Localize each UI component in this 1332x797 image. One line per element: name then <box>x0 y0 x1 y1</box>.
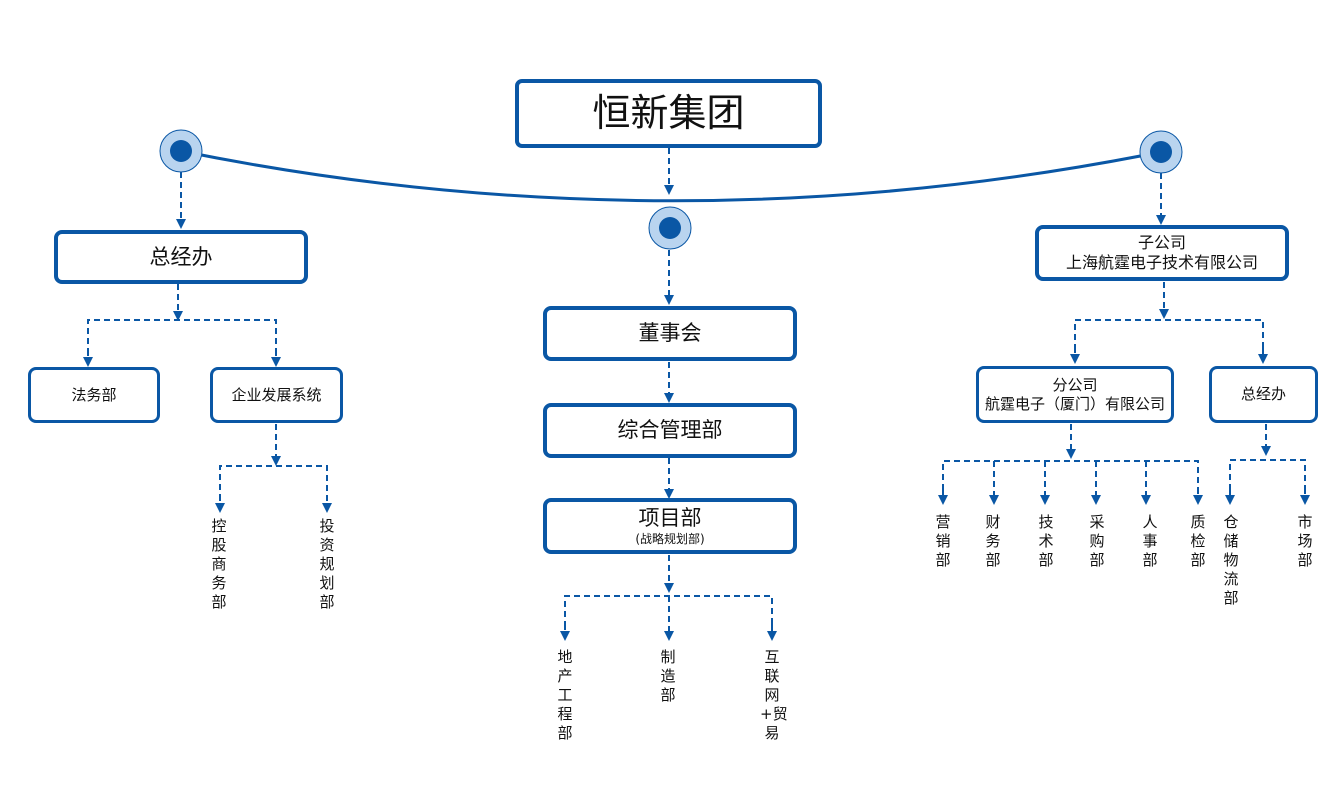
project-child-1: 地产工程部 <box>557 648 573 742</box>
branch-title: 分公司 <box>1052 375 1098 394</box>
node-left <box>159 129 203 173</box>
dev-box: 企业发展系统 <box>210 367 343 423</box>
project-child-2: 制造部 <box>660 648 676 704</box>
branch-child-3: 技术部 <box>1038 513 1054 569</box>
branch-name: 航霆电子（厦门）有限公司 <box>984 394 1165 413</box>
left-office-label: 总经办 <box>149 244 213 269</box>
office-child-1: 仓储物流部 <box>1223 513 1239 607</box>
legal-label: 法务部 <box>71 385 117 404</box>
dev-child-1: 控股商务部 <box>211 517 227 611</box>
subsidiary-title: 子公司 <box>1137 233 1186 252</box>
branch-child-2: 财务部 <box>985 513 1001 569</box>
main-arc <box>180 149 1162 203</box>
root-box: 恒新集团 <box>515 79 822 148</box>
subsidiary-box: 子公司 上海航霆电子技术有限公司 <box>1035 225 1289 281</box>
node-right <box>1139 130 1183 174</box>
right-office-label: 总经办 <box>1240 385 1286 404</box>
right-office-box: 总经办 <box>1209 366 1318 423</box>
board-box: 董事会 <box>543 306 797 361</box>
office-child-2: 市场部 <box>1297 513 1313 569</box>
project-box: 项目部 (战略规划部) <box>543 498 797 554</box>
project-child-3: 互联网+贸易 <box>760 648 788 742</box>
project-note: (战略规划部) <box>635 531 705 546</box>
branch-box: 分公司 航霆电子（厦门）有限公司 <box>976 366 1174 423</box>
general-box: 综合管理部 <box>543 403 797 458</box>
project-label: 项目部 <box>638 506 702 531</box>
branch-child-5: 人事部 <box>1142 513 1158 569</box>
board-label: 董事会 <box>638 321 702 346</box>
dev-child-2: 投资规划部 <box>319 517 335 611</box>
branch-child-4: 采购部 <box>1089 513 1105 569</box>
legal-box: 法务部 <box>28 367 160 423</box>
node-center <box>648 206 692 250</box>
branch-child-1: 营销部 <box>935 513 951 569</box>
general-label: 综合管理部 <box>617 418 723 443</box>
subsidiary-name: 上海航霆电子技术有限公司 <box>1065 253 1258 272</box>
dev-label: 企业发展系统 <box>231 385 322 404</box>
branch-child-6: 质检部 <box>1190 513 1206 569</box>
left-office-box: 总经办 <box>54 230 308 284</box>
root-label: 恒新集团 <box>592 90 745 135</box>
